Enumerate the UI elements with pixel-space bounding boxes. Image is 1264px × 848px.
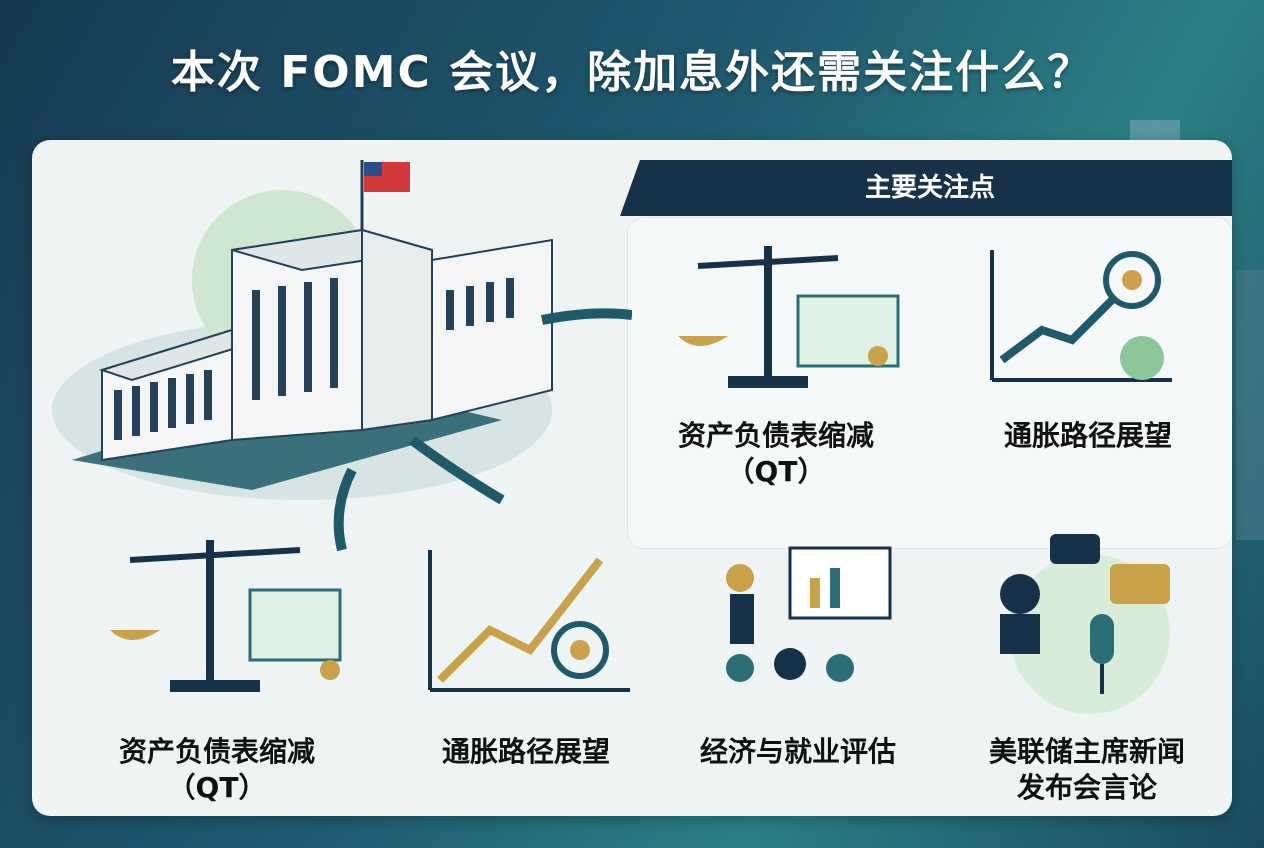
upper-item-2-label: 通胀路径展望 [1003, 419, 1172, 452]
rising-chart-target-icon [428, 550, 630, 692]
speaker-microphone-icon [1000, 534, 1170, 714]
presenter-audience-icon [726, 546, 892, 682]
federal-reserve-building-icon [52, 160, 632, 552]
lower-item-2-label: 通胀路径展望 [441, 735, 610, 768]
lower-item-1-label: 资产负债表缩减 （QT） [118, 735, 315, 804]
lower-item-4-label: 美联储主席新闻 发布会言论 [988, 735, 1185, 804]
page-title: 本次 FOMC 会议，除加息外还需关注什么？ [170, 47, 1094, 98]
focus-banner: 主要关注点 [620, 160, 1232, 216]
balance-scale-certificate-icon [110, 540, 342, 692]
focus-header: 主要关注点 [864, 173, 995, 203]
upper-item-1-label: 资产负债表缩减 （QT） [677, 419, 874, 488]
content-panel: 主要关注点 资产负债表缩减 （QT） 通胀路径展望 [32, 140, 1232, 816]
lower-item-3-label: 经济与就业评估 [699, 735, 896, 768]
rising-chart-target-icon [990, 250, 1172, 382]
balance-scale-certificate-icon [678, 246, 900, 388]
